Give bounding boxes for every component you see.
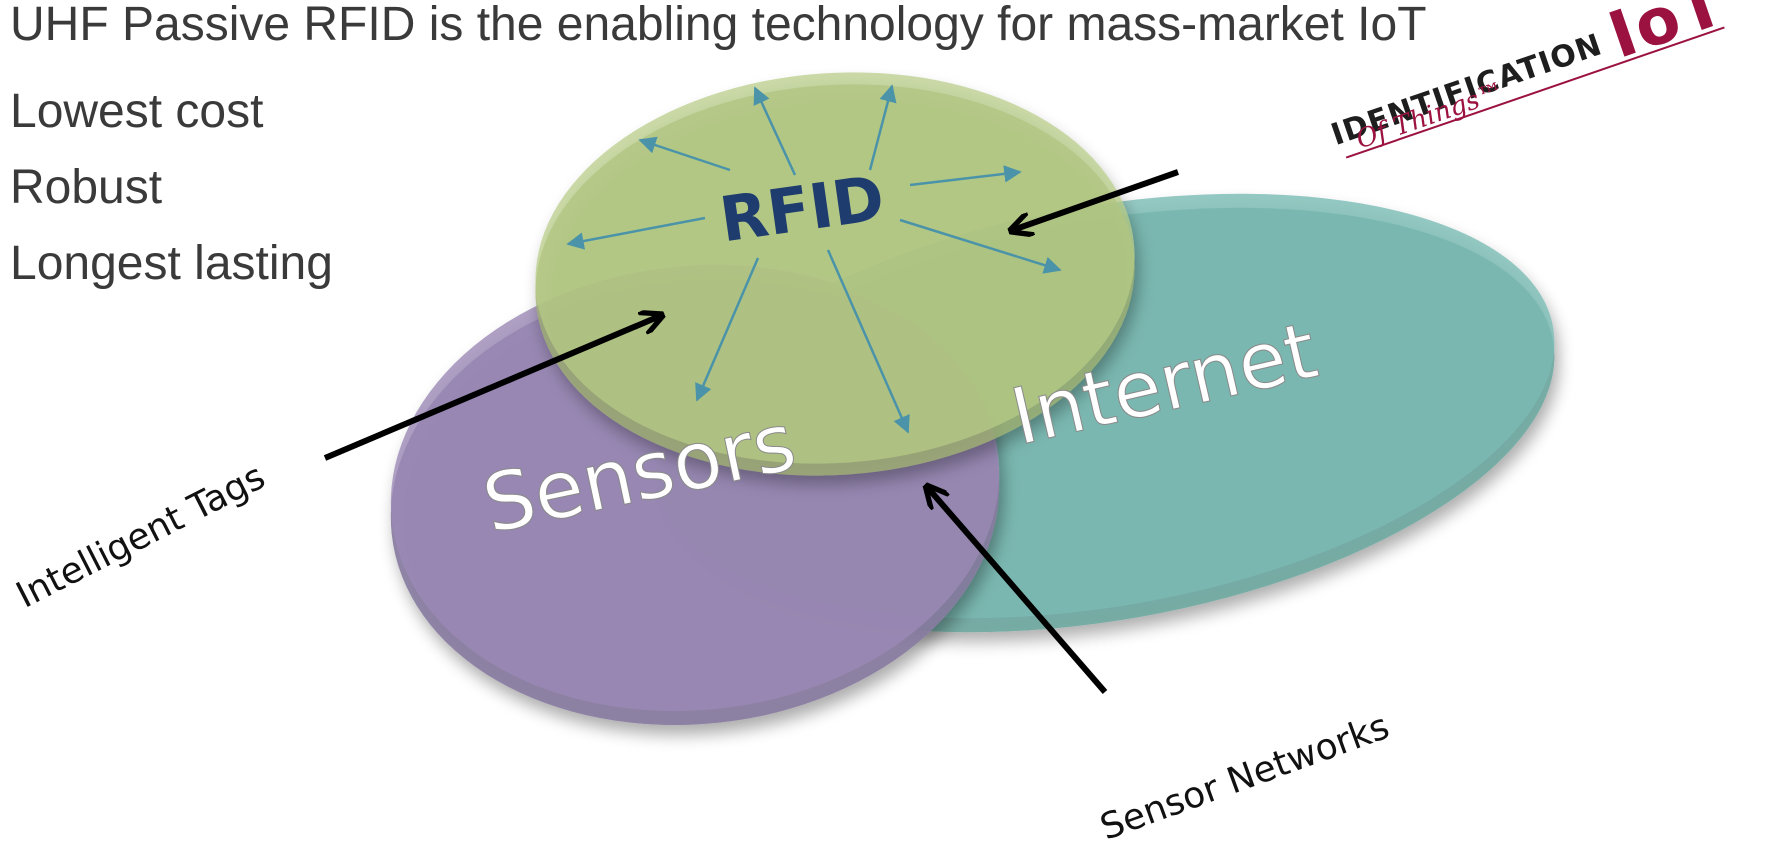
bullet-lowest-cost: Lowest cost — [10, 85, 264, 138]
radial-arrow — [753, 86, 797, 176]
headline: UHF Passive RFID is the enabling technol… — [10, 0, 1427, 51]
rfid-radial-arrows — [566, 84, 1062, 434]
radial-arrow — [638, 136, 731, 172]
bullet-longest-lasting: Longest lasting — [10, 237, 333, 290]
radial-arrow — [695, 257, 760, 402]
radial-arrow — [899, 218, 1062, 274]
radial-arrow — [826, 249, 910, 434]
radial-arrow — [566, 216, 706, 250]
intelligent-tags-arrow — [323, 316, 660, 461]
bullet-robust: Robust — [10, 161, 163, 214]
bullet-list: Lowest cost Robust Longest lasting — [10, 74, 333, 302]
radial-arrow — [868, 84, 897, 171]
sensor-networks-arrow — [928, 488, 1108, 694]
identification-arrow — [1013, 169, 1179, 230]
radial-arrow — [909, 165, 1022, 187]
